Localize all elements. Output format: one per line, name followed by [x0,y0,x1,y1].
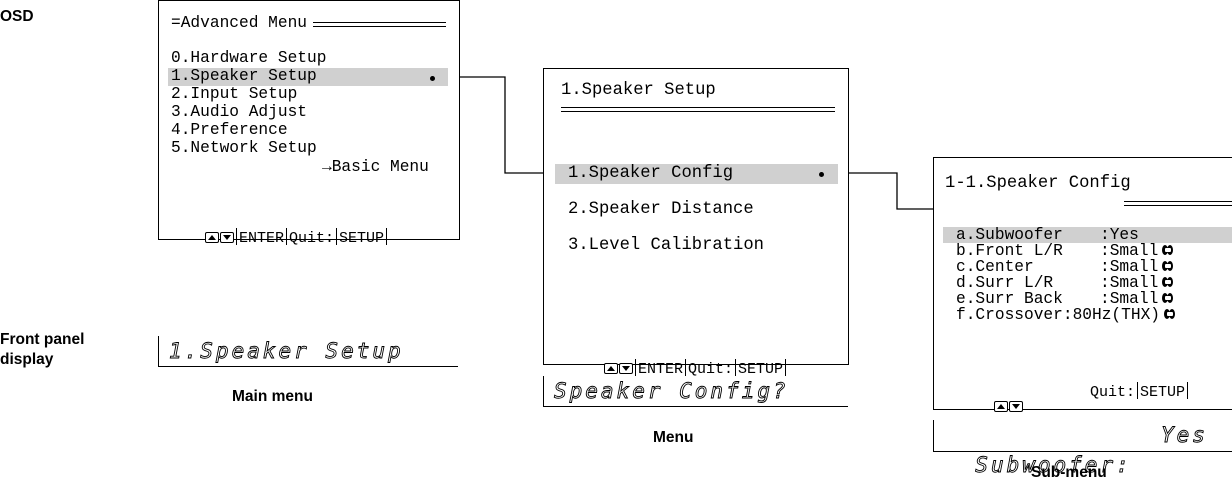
up-key-icon [994,401,1009,412]
main-menu-caption: Main menu [232,388,313,405]
down-key-icon [220,232,235,243]
arrow-main-to-menu [432,76,564,179]
thx-icon [1162,261,1174,272]
quit-label: Quit: [688,361,734,378]
menu-caption: Menu [653,429,694,446]
down-key-icon [619,363,634,374]
quit-label: Quit: [289,230,335,247]
down-key-icon [1009,401,1024,412]
main-menu-osd: =Advanced Menu 0.Hardware Setup 1.Speake… [158,0,460,247]
speaker-config-title: 1-1.Speaker Config [945,174,1131,193]
main-menu-item[interactable]: 0.Hardware Setup [171,49,327,67]
basic-menu-link[interactable]: →Basic Menu [322,158,429,176]
enter-key-label: ENTER [239,230,285,247]
speaker-config-row-name[interactable]: c.Center [956,258,1034,276]
speaker-config-row-value: :Small [1100,290,1174,308]
thx-icon [1162,277,1174,288]
setup-key-label: SETUP [1140,384,1186,401]
speaker-config-row-value: :Small [1100,258,1174,276]
arrow-menu-to-sub [822,172,946,215]
thx-icon [1162,293,1174,304]
main-menu-item[interactable]: 3.Audio Adjust [171,103,307,121]
speaker-setup-title: 1.Speaker Setup [561,81,716,100]
enter-key-label: ENTER [638,361,684,378]
setup-key-label: SETUP [339,230,385,247]
selection-dot [430,76,435,81]
front-panel-label-line2: display [0,351,54,368]
speaker-setup-osd: 1.Speaker Setup 1.Speaker Config 2.Speak… [543,68,849,378]
speaker-setup-highlight [555,164,838,184]
speaker-config-footer-right: Quit:SETUP [1090,382,1190,401]
front-panel-label-line1: Front panel [0,331,85,348]
osd-label: OSD [0,8,34,25]
main-menu-item[interactable]: 5.Network Setup [171,139,317,157]
main-menu-item-selected[interactable]: 1.Speaker Setup [171,67,317,85]
speaker-config-footer [958,382,1024,433]
speaker-config-row-name[interactable]: d.Surr L/R [956,274,1054,292]
speaker-config-row-name[interactable]: f.Crossover:80Hz(THX) [956,306,1176,324]
main-menu-item[interactable]: 4.Preference [171,121,288,139]
main-menu-title: =Advanced Menu [171,14,307,32]
sub-display-left: Subwoofer: [975,453,1132,478]
speaker-setup-item[interactable]: 2.Speaker Distance [568,200,754,219]
thx-icon [1164,309,1176,320]
speaker-config-highlight [943,227,1232,243]
speaker-config-row-value: :Small [1100,274,1174,292]
speaker-config-row-value: :Yes [1100,226,1139,244]
speaker-config-row-value: :Small [1100,242,1174,260]
main-menu-highlight [168,68,448,86]
setup-key-label: SETUP [738,361,784,378]
main-menu-item[interactable]: 2.Input Setup [171,85,298,103]
quit-label: Quit: [1090,384,1136,401]
speaker-setup-item-selected[interactable]: 1.Speaker Config [568,164,734,183]
up-key-icon [604,363,619,374]
up-key-icon [205,232,220,243]
speaker-config-osd: 1-1.Speaker Config a.Subwoofer :Yes b.Fr… [933,157,1232,412]
selection-dot [819,172,824,177]
sub-menu-caption: Sub-menu [1031,464,1107,481]
thx-icon [1162,245,1174,256]
sub-display-right: Yes [1161,423,1208,448]
speaker-config-row-name-selected[interactable]: a.Subwoofer [956,226,1063,244]
speaker-config-row-name[interactable]: b.Front L/R [956,242,1063,260]
speaker-config-row-name[interactable]: e.Surr Back [956,290,1063,308]
main-front-panel-display: 1.Speaker Setup [158,336,458,367]
speaker-setup-item[interactable]: 3.Level Calibration [568,236,764,255]
menu-front-panel-display: Speaker Config? [543,376,848,407]
sub-front-panel-display: Subwoofer: Yes [933,420,1232,477]
